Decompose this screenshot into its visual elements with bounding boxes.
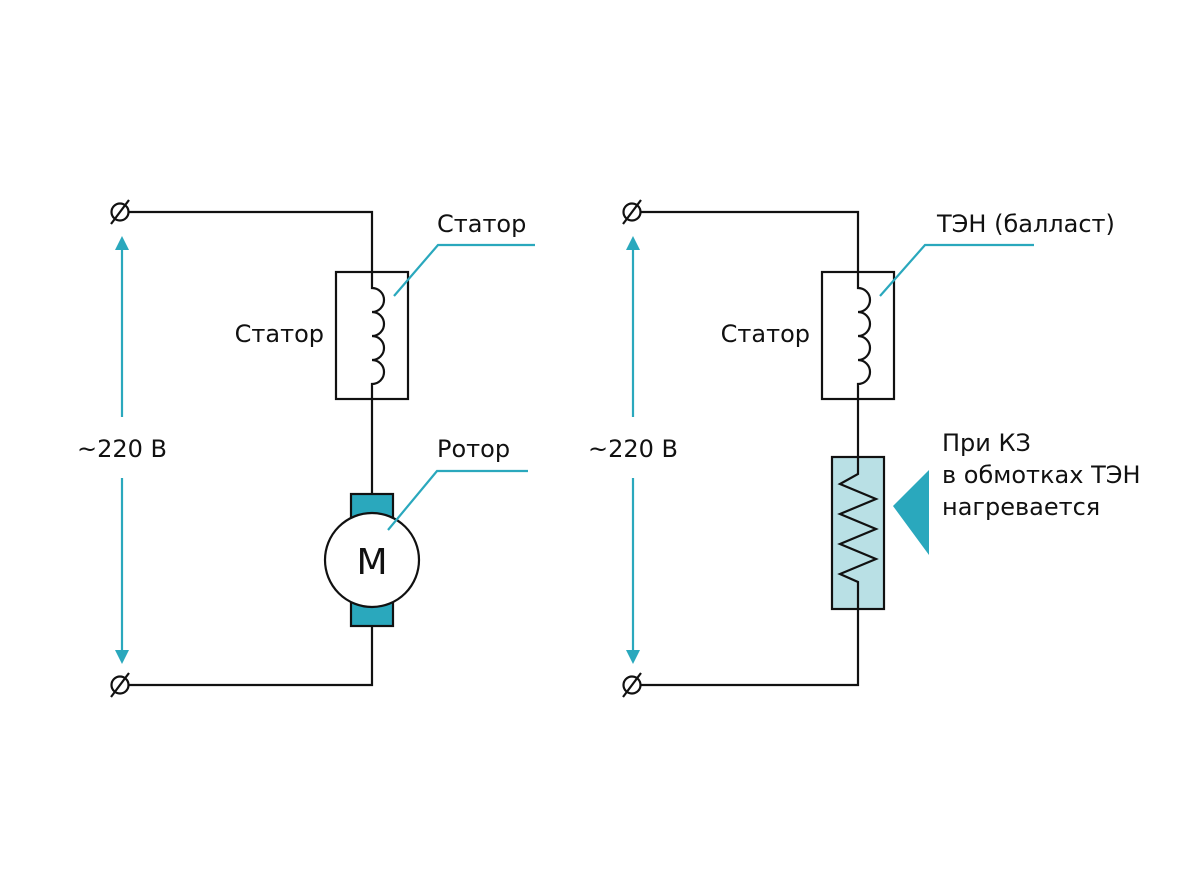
left-bottom-wire	[120, 626, 374, 687]
right-note-line-2: в обмотках ТЭН	[942, 461, 1141, 489]
left-stator-callout-label: Статор	[437, 210, 526, 238]
right-top-wire	[632, 210, 860, 272]
right-heater-resistor-icon	[837, 457, 879, 609]
left-voltage-arrow-icon	[115, 236, 129, 664]
right-stator-coil-icon	[856, 272, 872, 399]
left-voltage-label: ~220 В	[77, 435, 167, 463]
left-stator-callout-line	[393, 243, 535, 297]
left-motor-letter: М	[356, 542, 387, 583]
left-circuit: ~220 В Статор Статор М Ротор	[77, 199, 535, 698]
left-stator-label: Статор	[235, 320, 324, 348]
left-rotor-callout-label: Ротор	[437, 435, 510, 463]
right-voltage-arrow-icon	[626, 236, 640, 664]
right-heater-callout-line	[879, 243, 1034, 297]
left-stator-coil-icon	[370, 272, 386, 399]
right-note-line-3: нагревается	[942, 493, 1100, 521]
right-note-line-1: При КЗ	[942, 429, 1031, 457]
left-bottom-terminal-icon	[110, 672, 130, 698]
right-bottom-terminal-icon	[622, 672, 642, 698]
right-voltage-label: ~220 В	[588, 435, 678, 463]
right-top-terminal-icon	[622, 199, 642, 225]
left-top-wire	[120, 210, 374, 272]
right-circuit: ~220 В Статор ТЭН (балласт) При КЗ в обм…	[588, 199, 1141, 698]
left-motor-circle	[323, 511, 421, 609]
right-bottom-wire	[632, 609, 860, 687]
right-heat-pointer-icon	[893, 470, 929, 555]
left-top-terminal-icon	[110, 199, 130, 225]
left-rotor-callout-line	[387, 469, 528, 531]
right-stator-label: Статор	[721, 320, 810, 348]
right-heater-callout-label: ТЭН (балласт)	[936, 210, 1115, 238]
